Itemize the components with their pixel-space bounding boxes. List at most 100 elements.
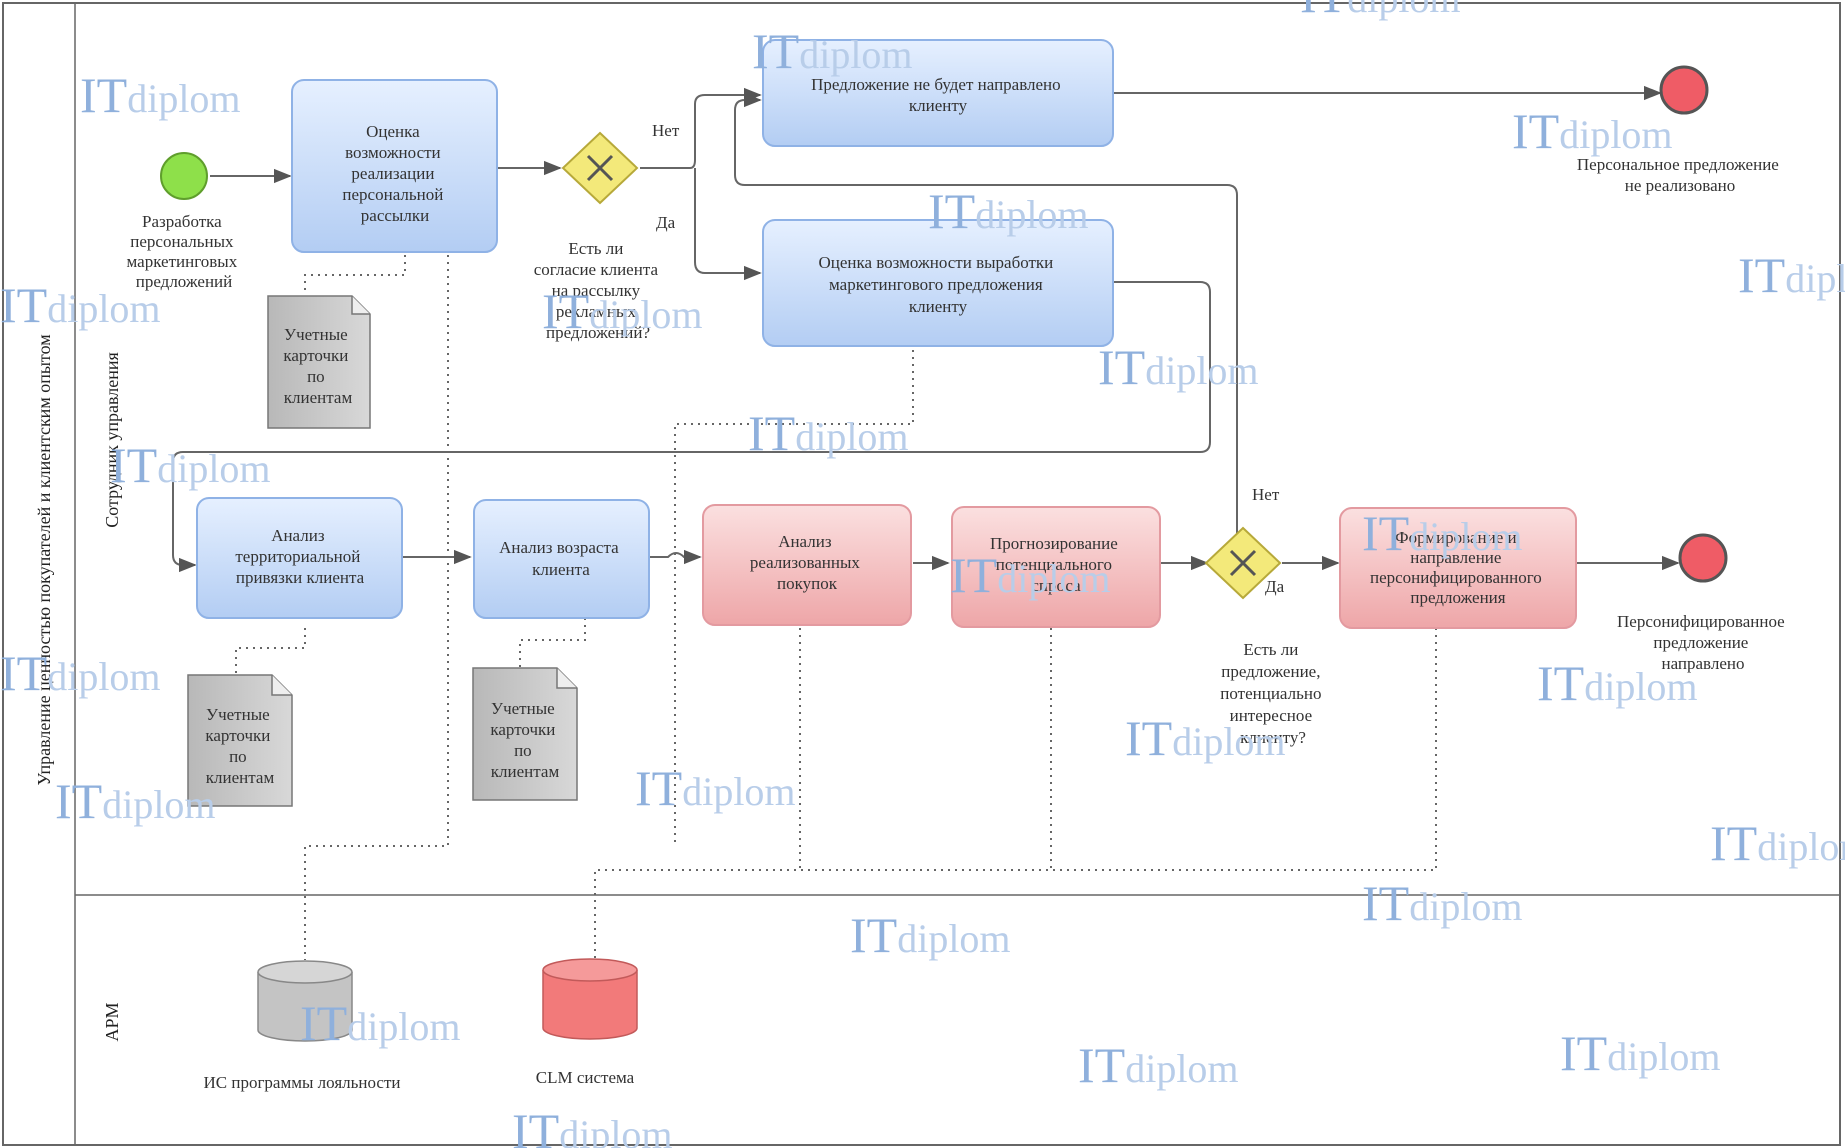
- watermark-14: ITdiplom: [1125, 710, 1286, 766]
- svg-text:Анализ реализованных: Анализ реализованных покупок: [750, 532, 864, 593]
- document-client-cards-1: Учетные карточки по клиентам: [267, 295, 371, 429]
- gateway-consent: Есть ли согласие клиента на рассылку рек…: [534, 121, 680, 342]
- watermark-6: ITdiplom: [0, 277, 161, 333]
- watermark-23: ITdiplom: [1078, 1037, 1239, 1093]
- svg-text:Учетные карточки п: Учетные карточки по клиентам: [205, 705, 274, 787]
- gateway-consent-label-1: Есть ли: [568, 239, 623, 258]
- watermark-25: ITdiplom: [1300, 0, 1461, 23]
- watermark-21: ITdiplom: [1560, 1025, 1721, 1081]
- watermark-5: ITdiplom: [1738, 247, 1845, 303]
- task-purchases: Анализ реализованных покупок: [702, 504, 912, 626]
- document-client-cards-2: Учетные карточки по клиентам: [187, 674, 293, 807]
- task-forecast-line-3: спроса: [1031, 576, 1081, 595]
- svg-text:Прогнозирование потенциа: Прогнозирование потенциального спроса: [990, 534, 1122, 595]
- task-age: Анализ возраста клиента: [473, 499, 650, 619]
- task-evaluate-mailing-line-2: возможности: [345, 143, 441, 162]
- end-event-sent: Персонифицированное предложение направле…: [1617, 533, 1789, 673]
- gateway-consent-label-2: согласие клиента: [534, 260, 659, 279]
- gateway-interest-label-5: клиенту?: [1240, 728, 1306, 747]
- gateway-interest-label-1: Есть ли: [1243, 640, 1298, 659]
- sequence-flows: [172, 85, 1680, 573]
- watermark-24: ITdiplom: [512, 1103, 673, 1148]
- watermark-15: ITdiplom: [0, 645, 161, 701]
- document-2-line-3: по: [229, 747, 247, 766]
- task-personal-offer-line-1: Формирование и: [1395, 528, 1516, 547]
- watermark-8: ITdiplom: [1098, 339, 1259, 395]
- document-3-line-4: клиентам: [491, 762, 560, 781]
- task-territory-line-1: Анализ: [271, 526, 325, 545]
- svg-text:Есть ли согласие клиента: Есть ли согласие клиента на рассылку рек…: [534, 239, 663, 342]
- start-event-label-2: персональных: [130, 232, 234, 251]
- datastore-clm-label: CLM система: [536, 1068, 635, 1087]
- task-personal-offer-line-3: персонифицированного: [1370, 568, 1542, 587]
- watermark-13: ITdiplom: [1537, 655, 1698, 711]
- watermark-20: ITdiplom: [850, 907, 1011, 963]
- task-evaluate-mailing-line-3: реализации: [351, 164, 434, 183]
- svg-text:Предложение не будет направлен: Предложение не будет направлено клиенту: [811, 75, 1065, 115]
- gateway-interest: Есть ли предложение, потенциально интере…: [1204, 485, 1325, 747]
- watermark-18: ITdiplom: [1710, 815, 1845, 871]
- task-age-line-1: Анализ возраста: [499, 538, 619, 557]
- document-2-line-1: Учетные: [206, 705, 270, 724]
- task-purchases-line-1: Анализ: [778, 532, 832, 551]
- watermark-2: ITdiplom: [752, 23, 913, 79]
- start-event-label-3: маркетинговых: [127, 252, 238, 271]
- gateway-consent-no: Нет: [652, 121, 680, 140]
- start-event-label-1: Разработка: [142, 212, 222, 231]
- task-personal-offer-line-4: предложения: [1410, 588, 1505, 607]
- gateway-consent-label-5: предложений?: [546, 323, 650, 342]
- watermark-10: ITdiplom: [110, 437, 271, 493]
- task-evaluate-offer-line-3: клиенту: [909, 297, 968, 316]
- gateway-interest-yes: Да: [1265, 577, 1285, 596]
- task-evaluate-mailing: Оценка возможности реализации персональн…: [291, 79, 498, 253]
- svg-text:Есть ли предложение,: Есть ли предложение, потенциально интере…: [1220, 640, 1325, 747]
- watermark-9: ITdiplom: [748, 405, 909, 461]
- task-age-line-2: клиента: [532, 560, 590, 579]
- datastore-loyalty-label: ИС программы лояльности: [204, 1073, 401, 1092]
- end-event-bottom-label-2: предложение: [1653, 633, 1748, 652]
- document-1-line-3: по: [307, 367, 325, 386]
- task-offer-not-sent: Предложение не будет направлено клиенту: [762, 39, 1114, 147]
- task-evaluate-offer-line-1: Оценка возможности выработки: [818, 253, 1053, 272]
- document-2-line-2: карточки: [205, 726, 270, 745]
- end-event-top-label-2: не реализовано: [1625, 176, 1735, 195]
- gateway-interest-label-4: интересное: [1230, 706, 1313, 725]
- svg-text:Персональное предложение: Персональное предложение не реализовано: [1577, 155, 1783, 195]
- gateway-interest-label-3: потенциально: [1220, 684, 1321, 703]
- watermark-12: ITdiplom: [950, 547, 1111, 603]
- data-associations: [235, 255, 1437, 960]
- task-evaluate-mailing-line-5: рассылки: [361, 206, 429, 225]
- document-1-line-1: Учетные: [284, 325, 348, 344]
- task-forecast: Прогнозирование потенциального спроса: [951, 506, 1161, 628]
- task-personal-offer-line-2: направление: [1410, 548, 1501, 567]
- end-event-top-label-1: Персональное предложение: [1577, 155, 1779, 174]
- lane-label-employee: Сотрудник управления: [102, 352, 122, 528]
- task-territory: Анализ территориальной привязки клиента: [196, 497, 403, 619]
- task-offer-not-sent-line-1: Предложение не будет направлено: [811, 75, 1061, 94]
- svg-text:Оценка возможности: Оценка возможности реализации персональн…: [342, 122, 447, 225]
- task-evaluate-offer-line-2: маркетингового предложения: [829, 275, 1043, 294]
- task-forecast-line-2: потенциального: [996, 555, 1112, 574]
- lane-label-arm: АРМ: [102, 1002, 122, 1041]
- end-event-not-realized: Персональное предложение не реализовано: [1577, 65, 1783, 195]
- watermark-11: ITdiplom: [1362, 505, 1523, 561]
- watermark-3: ITdiplom: [1512, 103, 1673, 159]
- document-3-line-2: карточки: [490, 720, 555, 739]
- svg-text:Разработка персональных: Разработка персональных маркетинговых пр…: [127, 212, 242, 291]
- datastore-loyalty-is: ИС программы лояльности: [204, 960, 401, 1092]
- watermark-4: ITdiplom: [928, 183, 1089, 239]
- gateway-consent-yes: Да: [656, 213, 676, 232]
- document-1-line-2: карточки: [283, 346, 348, 365]
- task-offer-not-sent-line-2: клиенту: [909, 96, 968, 115]
- datastore-clm: CLM система: [536, 958, 638, 1087]
- svg-text:Персонифицированное пред: Персонифицированное предложение направле…: [1617, 612, 1789, 673]
- document-client-cards-3: Учетные карточки по клиентам: [472, 667, 578, 801]
- svg-text:Оценка возможности выработки: Оценка возможности выработки маркетингов…: [818, 253, 1057, 316]
- document-3-line-3: по: [514, 741, 532, 760]
- end-event-bottom-label-1: Персонифицированное: [1617, 612, 1785, 631]
- start-event-label-4: предложений: [136, 272, 233, 291]
- task-purchases-line-2: реализованных: [750, 553, 861, 572]
- svg-text:Учетные карточки п: Учетные карточки по клиентам: [283, 325, 352, 407]
